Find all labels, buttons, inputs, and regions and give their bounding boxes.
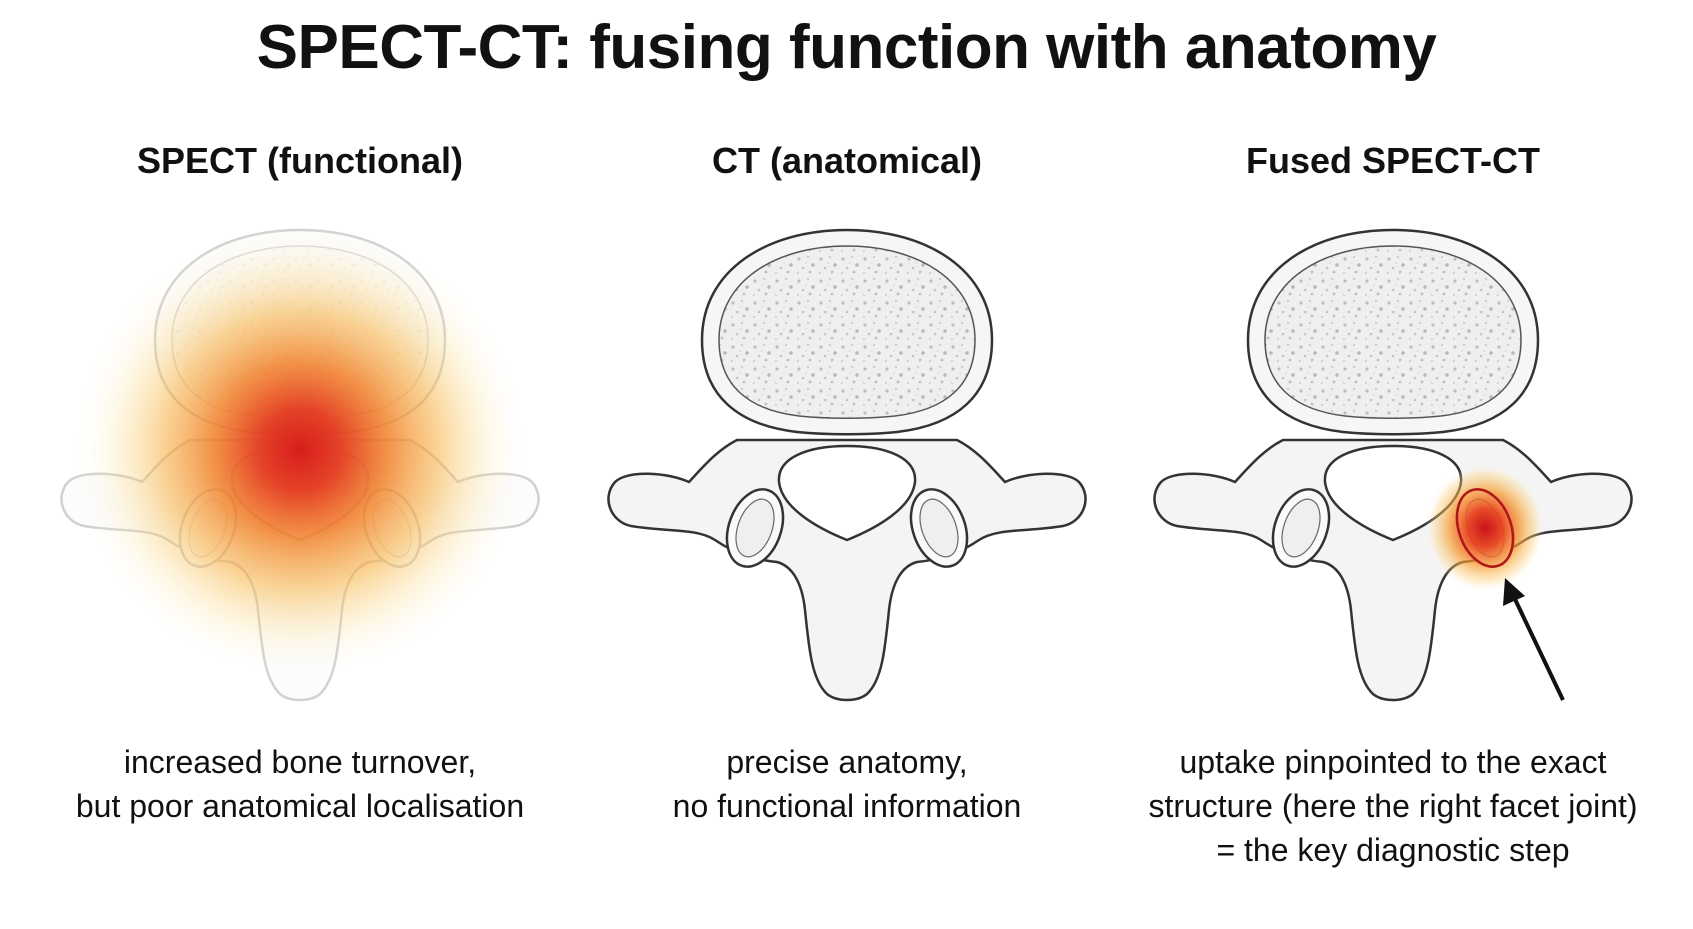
spect-vertebra-image (60, 220, 540, 702)
spect-caption-line-2: but poor anatomical localisation (75, 788, 525, 824)
spect-heading: SPECT (functional) (137, 140, 463, 181)
spect-uptake-hotspot (70, 220, 530, 680)
ct-caption-line-1: precise anatomy, (726, 744, 968, 780)
fused-caption-line-1: uptake pinpointed to the exact (1179, 744, 1607, 780)
ct-vertebra-image (607, 228, 1087, 702)
figure-title: SPECT-CT: fusing function with anatomy (256, 13, 1437, 82)
fused-caption: uptake pinpointed to the exact structure… (1123, 740, 1663, 872)
arrow-icon (1503, 578, 1565, 701)
fused-vertebra-image (1153, 228, 1633, 702)
right-facet-joint-highlight (1455, 488, 1515, 568)
fused-panel: Fused SPECT-CT uptake pinpointed to the … (1123, 140, 1663, 900)
ct-vertebra-drawing (607, 228, 1087, 702)
spect-caption-line-1: increased bone turnover, (123, 744, 477, 780)
ct-caption-line-2: no functional information (672, 788, 1022, 824)
ct-caption: precise anatomy, no functional informati… (577, 740, 1117, 828)
fused-heading: Fused SPECT-CT (1245, 140, 1541, 181)
ct-panel: CT (anatomical) precise anatomy, no func… (577, 140, 1117, 900)
ct-heading: CT (anatomical) (711, 140, 983, 181)
fused-caption-line-2: structure (here the right facet joint) (1148, 788, 1638, 824)
spect-caption: increased bone turnover, but poor anatom… (30, 740, 570, 828)
fused-vertebra-drawing (1153, 228, 1633, 702)
spect-panel: SPECT (functional) increased bone turnov… (30, 140, 570, 900)
facet-uptake-hotspot (1425, 464, 1545, 592)
fused-caption-line-3: = the key diagnostic step (1216, 832, 1570, 868)
